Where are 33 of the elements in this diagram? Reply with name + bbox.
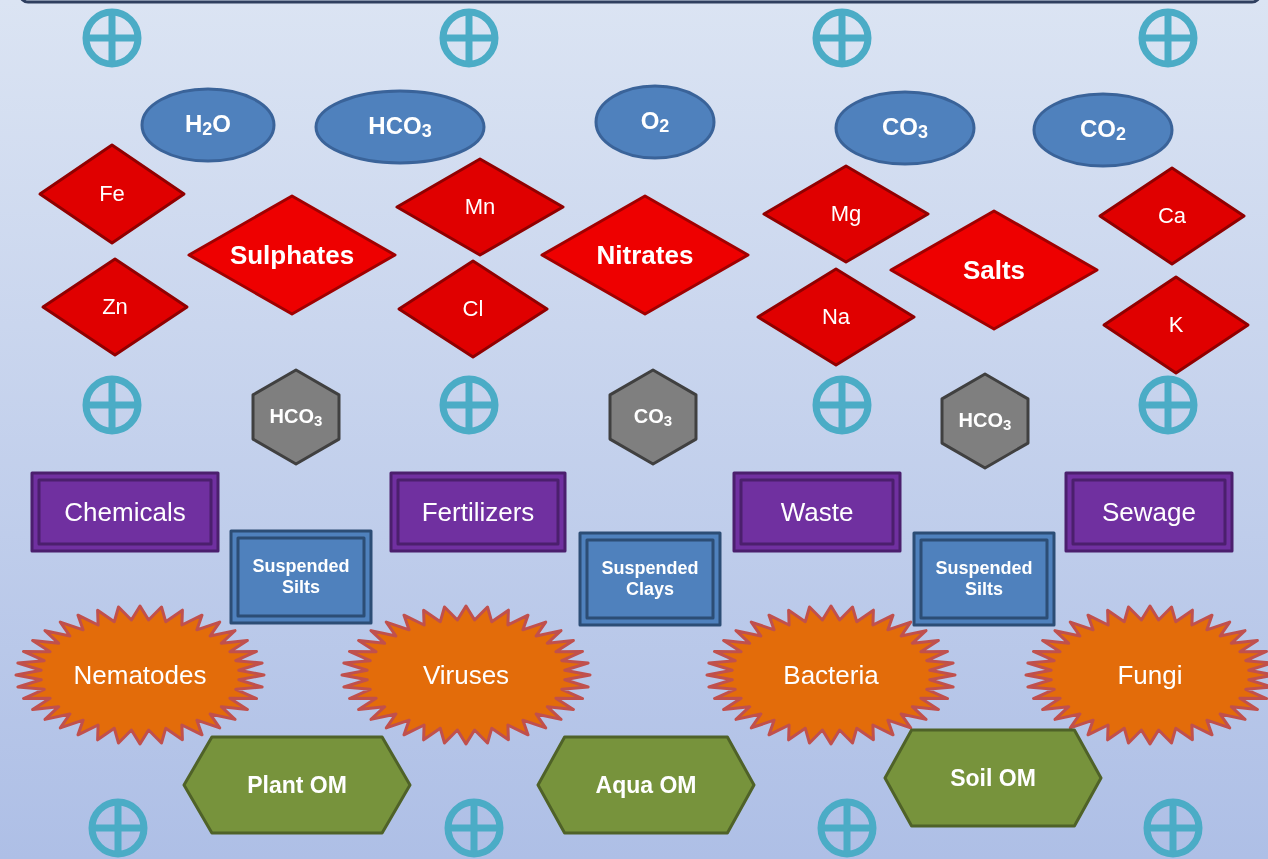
source-label: Waste: [780, 496, 854, 528]
ion-label: H$_{2}$O: [185, 110, 231, 140]
organism-label: Fungi: [1117, 659, 1183, 691]
element-label: Ca: [1157, 203, 1187, 229]
ion-label: HCO$_{3}$: [269, 405, 323, 429]
sediment-label: Suspended Clays: [600, 558, 700, 600]
source-label: Chemicals: [64, 496, 186, 528]
element-label: Fe: [99, 181, 125, 207]
element-label: K: [1168, 312, 1184, 338]
organism-label: Viruses: [422, 659, 510, 691]
organism-label: Bacteria: [783, 659, 879, 691]
element-label: Mn: [464, 194, 496, 220]
ion-label: CO$_{2}$: [1080, 115, 1126, 145]
ion-label: O$_{2}$: [640, 107, 670, 137]
source-label: Fertilizers: [421, 496, 535, 528]
sediment-label: Suspended Silts: [251, 556, 351, 598]
element-label: Mg: [830, 201, 862, 227]
sediment-label: Suspended Silts: [934, 558, 1034, 600]
ion-label: CO$_{3}$: [882, 113, 928, 143]
source-label: Sewage: [1102, 496, 1196, 528]
organism-label: Nematodes: [73, 659, 207, 691]
element-label: Cl: [462, 296, 484, 322]
group-label: Nitrates: [596, 239, 694, 271]
ion-label: HCO$_{3}$: [958, 409, 1012, 433]
matter-label: Aqua OM: [595, 771, 697, 799]
ion-label: HCO$_{3}$: [368, 112, 432, 142]
matter-label: Plant OM: [247, 771, 347, 799]
ion-label: CO$_{3}$: [633, 405, 673, 429]
group-label: Salts: [962, 254, 1026, 286]
matter-label: Soil OM: [950, 764, 1036, 792]
element-label: Zn: [102, 294, 128, 320]
group-label: Sulphates: [229, 239, 355, 271]
element-label: Na: [821, 304, 851, 330]
